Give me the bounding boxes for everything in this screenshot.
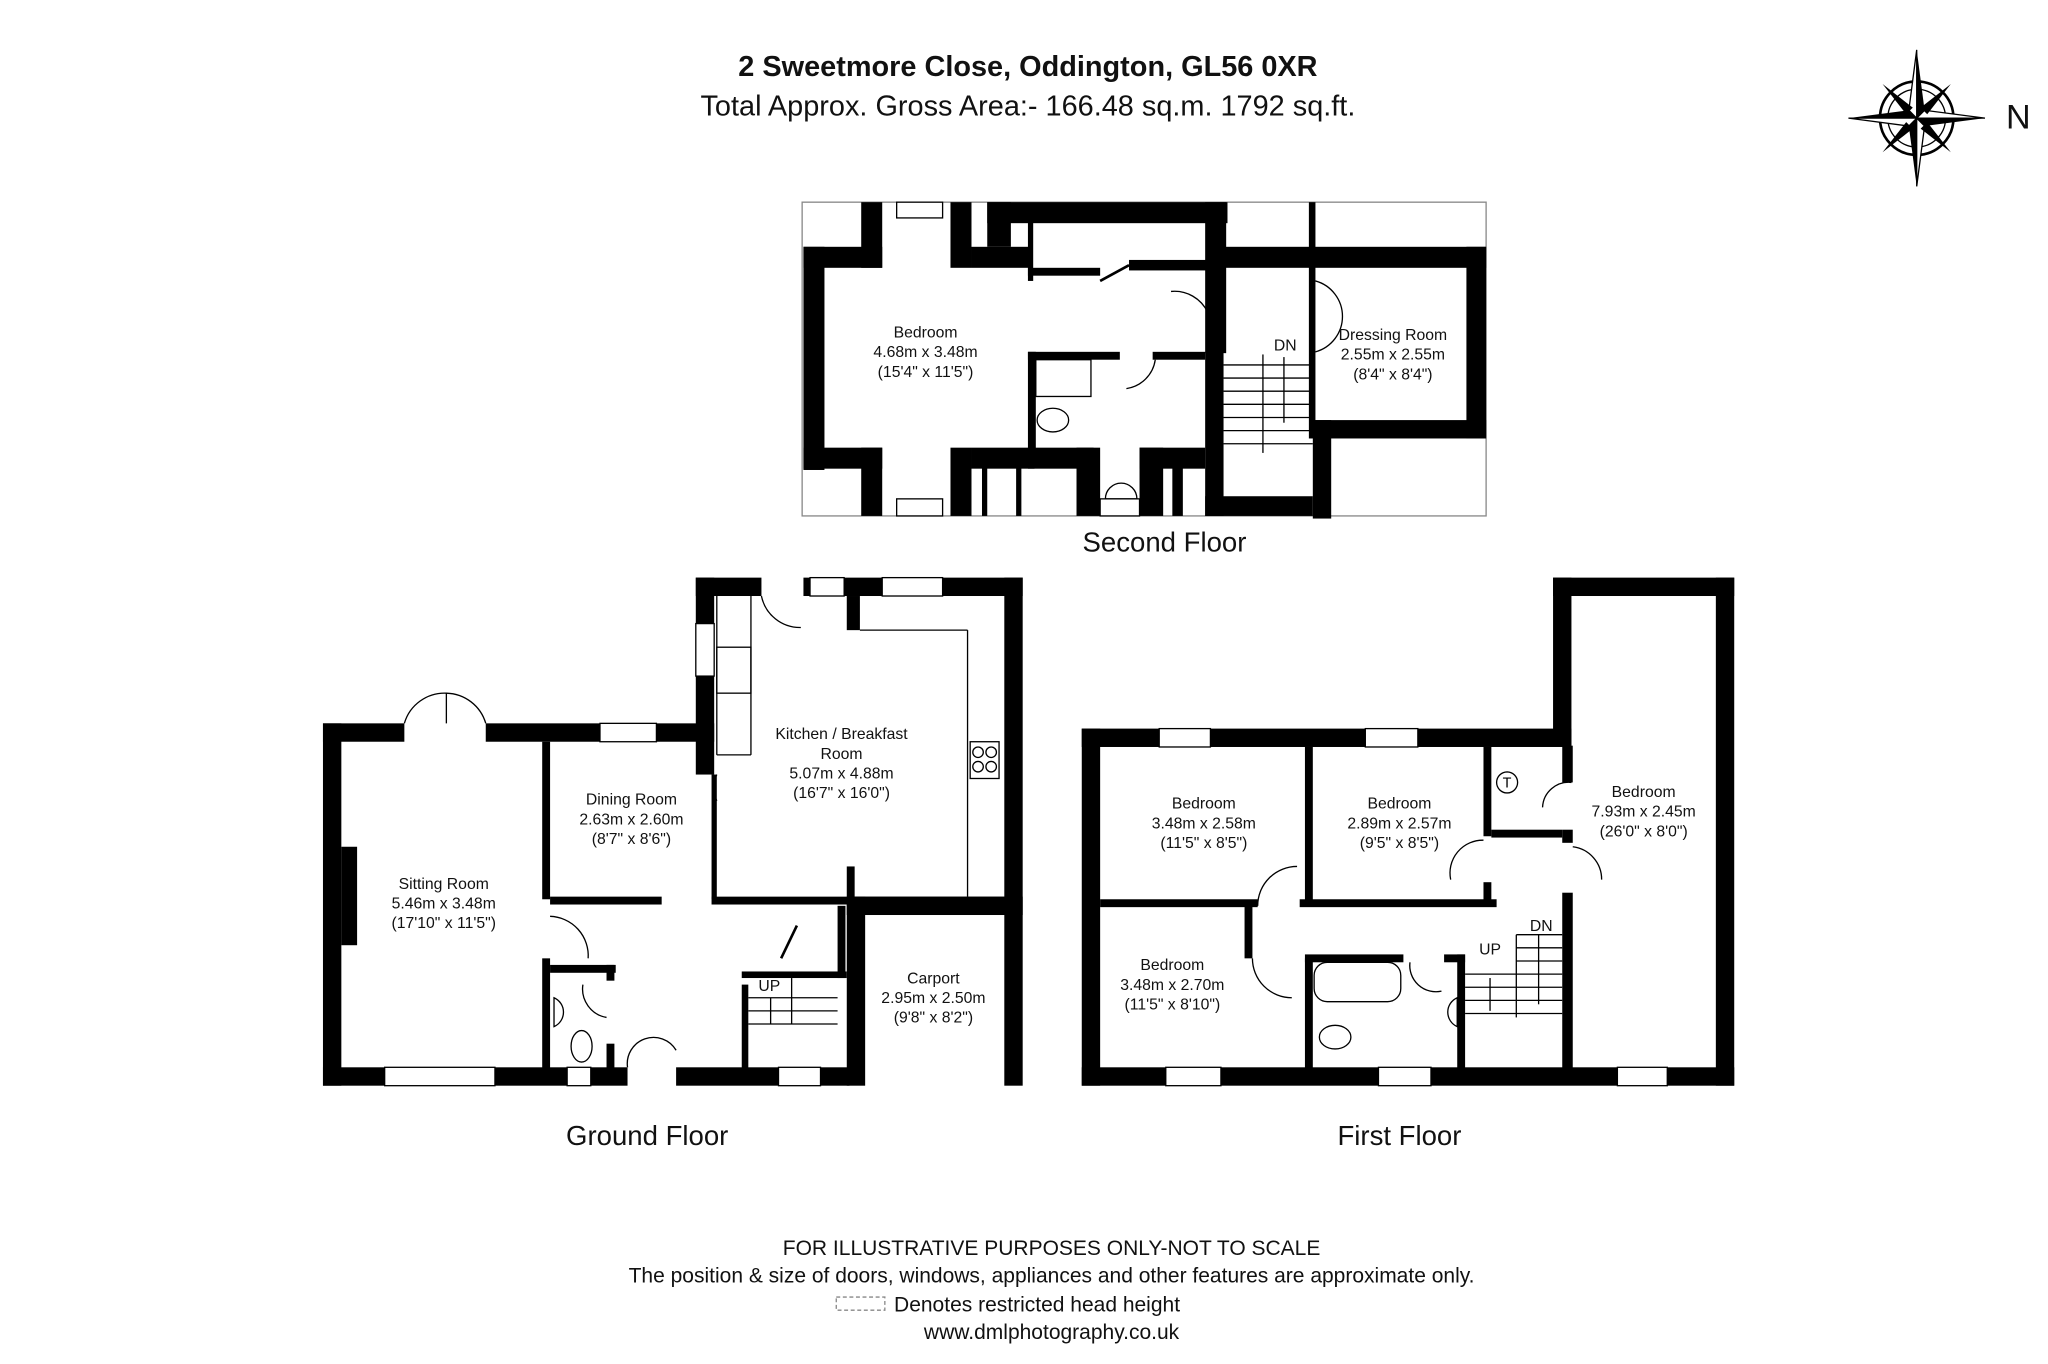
- room-name: Sitting Room: [399, 876, 489, 893]
- room-name: Carport: [907, 970, 960, 987]
- room-bedroom: Bedroom 4.68m x 3.48m (15'4" x 11'5"): [873, 324, 977, 380]
- room-name: Bedroom: [894, 324, 958, 341]
- room-name-line2: Room: [821, 746, 863, 763]
- disclaimer-line: FOR ILLUSTRATIVE PURPOSES ONLY-NOT TO SC…: [783, 1237, 1321, 1260]
- room-size-metric: 3.48m x 2.58m: [1152, 815, 1256, 832]
- room-size-imperial: (17'10" x 11'5"): [392, 915, 496, 932]
- room-sitting-room: Sitting Room 5.46m x 3.48m (17'10" x 11'…: [392, 876, 496, 932]
- room-size-metric: 7.93m x 2.45m: [1592, 804, 1696, 821]
- tank-cupboard-label: T: [1503, 776, 1512, 792]
- room-name: Bedroom: [1172, 796, 1236, 813]
- room-size-imperial: (11'5" x 8'10"): [1124, 997, 1220, 1014]
- staircase: [1223, 354, 1313, 453]
- restricted-height-legend-icon: [835, 1296, 886, 1311]
- room-size-imperial: (9'5" x 8'5"): [1360, 835, 1439, 852]
- floor-label: Ground Floor: [566, 1120, 728, 1151]
- room-size-metric: 2.89m x 2.57m: [1347, 815, 1451, 832]
- room-size-imperial: (8'4" x 8'4"): [1353, 366, 1432, 383]
- room-bedroom-1: Bedroom 3.48m x 2.58m (11'5" x 8'5"): [1152, 796, 1256, 852]
- compass-north-label: N: [2006, 99, 2031, 137]
- room-size-imperial: (9'8" x 8'2"): [894, 1010, 973, 1027]
- room-bedroom-2: Bedroom 2.89m x 2.57m (9'5" x 8'5"): [1347, 796, 1451, 852]
- room-size-metric: 5.46m x 3.48m: [392, 895, 496, 912]
- room-bedroom-4: Bedroom 3.48m x 2.70m (11'5" x 8'10"): [1120, 957, 1224, 1013]
- room-size-metric: 2.95m x 2.50m: [881, 990, 985, 1007]
- windows-doors-fixtures: [1158, 727, 1668, 1087]
- windows-doors-fixtures: [384, 576, 1000, 1087]
- property-address: 2 Sweetmore Close, Oddington, GL56 0XR: [738, 51, 1317, 83]
- stairs-down-label: DN: [1274, 338, 1297, 355]
- ground-floor-plan: UP Sitting Room 5.46m x 3.48m (17'10" x …: [322, 576, 1023, 1151]
- room-name: Bedroom: [1140, 957, 1204, 974]
- gross-area: Total Approx. Gross Area:- 166.48 sq.m. …: [701, 91, 1356, 123]
- floor-label: Second Floor: [1083, 526, 1247, 557]
- room-kitchen-breakfast: Kitchen / Breakfast Room 5.07m x 4.88m (…: [775, 726, 908, 802]
- disclaimer-detail: The position & size of doors, windows, a…: [629, 1265, 1475, 1288]
- room-size-imperial: (8'7" x 8'6"): [592, 831, 671, 848]
- restricted-height-legend: Denotes restricted head height: [894, 1293, 1180, 1316]
- walls: [803, 202, 1487, 519]
- room-size-imperial: (26'0" x 8'0"): [1600, 823, 1688, 840]
- room-size-imperial: (16'7" x 16'0"): [793, 785, 890, 802]
- room-name: Bedroom: [1612, 784, 1676, 801]
- floor-label: First Floor: [1337, 1120, 1461, 1151]
- room-size-metric: 4.68m x 3.48m: [873, 344, 977, 361]
- compass-rose-icon: [1848, 49, 1986, 187]
- website-link[interactable]: www.dmlphotography.co.uk: [923, 1321, 1180, 1344]
- room-name: Kitchen / Breakfast: [775, 726, 908, 743]
- windows-doors: [896, 201, 1344, 517]
- room-size-imperial: (11'5" x 8'5"): [1160, 835, 1247, 852]
- room-name: Dining Room: [586, 792, 677, 809]
- stairs-up-label: UP: [758, 978, 780, 995]
- room-size-imperial: (15'4" x 11'5"): [878, 364, 974, 381]
- walls: [1081, 577, 1735, 1086]
- room-dining-room: Dining Room 2.63m x 2.60m (8'7" x 8'6"): [579, 792, 683, 848]
- second-floor-plan: DN Bedroom 4.68m x 3.48m (15'4" x 11'5")…: [801, 201, 1487, 557]
- room-bedroom-3: Bedroom 7.93m x 2.45m (26'0" x 8'0"): [1592, 784, 1696, 840]
- room-size-metric: 2.55m x 2.55m: [1341, 347, 1445, 364]
- stairs-up-label: UP: [1479, 941, 1501, 958]
- room-name: Dressing Room: [1339, 327, 1448, 344]
- room-name: Bedroom: [1368, 796, 1432, 813]
- first-floor-plan: T UP DN Bedroom 3.48m x 2.58m (11'5" x 8…: [1081, 577, 1735, 1151]
- room-size-metric: 2.63m x 2.60m: [579, 811, 683, 828]
- room-dressing-room: Dressing Room 2.55m x 2.55m (8'4" x 8'4"…: [1339, 327, 1448, 383]
- room-size-metric: 3.48m x 2.70m: [1120, 977, 1224, 994]
- room-size-metric: 5.07m x 4.88m: [789, 765, 893, 782]
- stairs-down-label: DN: [1530, 918, 1553, 935]
- room-carport: Carport 2.95m x 2.50m (9'8" x 8'2"): [881, 970, 985, 1026]
